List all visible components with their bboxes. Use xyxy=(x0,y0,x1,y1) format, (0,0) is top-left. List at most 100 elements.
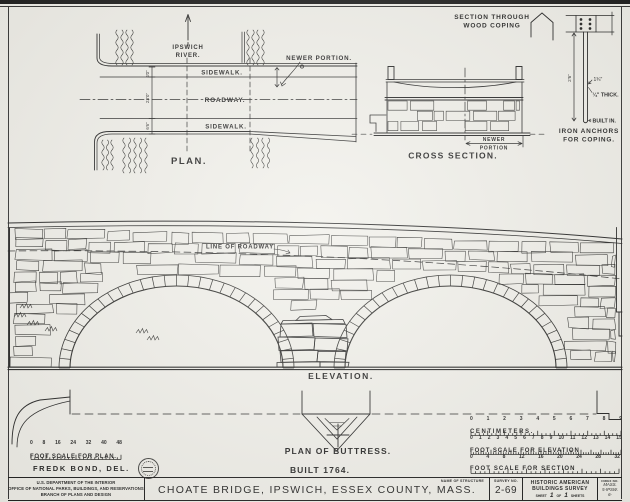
agency-line3: BRANCH OF PLANS AND DESIGN xyxy=(40,491,112,497)
scale-ruler xyxy=(470,449,622,455)
plan-of-buttress-title: PLAN OF BUTTRESS. xyxy=(285,446,392,456)
ipswich-river-label-line1: IPSWICH xyxy=(172,45,203,51)
index-number-box: INDEX NO. MASS. 5-IPSW. 6- xyxy=(598,478,622,500)
scale-number: 2 xyxy=(487,435,491,441)
sheet-top-border xyxy=(0,0,630,4)
anchor-dim-height: 2'6" xyxy=(567,74,572,82)
iron-anchors-label-line1: IRON ANCHORS xyxy=(559,128,619,135)
scale-number: 24 xyxy=(70,440,76,446)
scale-number: 32 xyxy=(614,454,620,460)
scale-number: 3 xyxy=(519,416,523,422)
scale-number: 12 xyxy=(518,454,525,460)
scale-number: 20 xyxy=(557,454,563,460)
scale-number: 1 xyxy=(486,416,490,422)
foot-scale-section-label: FOOT SCALE FOR SECTION xyxy=(470,466,576,472)
built-1764-label: BUILT 1764. xyxy=(290,465,350,475)
scale-number: 3 xyxy=(496,435,500,441)
scale-number: 14 xyxy=(604,435,611,441)
scale-number: 4 xyxy=(505,435,509,441)
scale-number: 2 xyxy=(503,416,506,422)
cross-newer-label-line1: NEWER xyxy=(483,137,506,143)
scale-number: 1 xyxy=(478,435,482,441)
plan-title: PLAN. xyxy=(171,156,207,167)
scale-number: 9 xyxy=(549,435,553,441)
index-no-label: INDEX NO. xyxy=(601,479,619,483)
cross-newer-label-line2: PORTION xyxy=(480,146,508,152)
centimeter-scale-label: CENTIMETERS. xyxy=(470,429,534,435)
index-line1: MASS. xyxy=(603,482,617,487)
coping-detail-labels: SECTION THROUGH WOOD COPING 2'6" 1¾" ¼" … xyxy=(454,14,619,144)
scale-number: 32 xyxy=(85,440,92,446)
scale-number: 28 xyxy=(595,454,601,460)
scale-number: 11 xyxy=(570,435,576,441)
buttress-plan-drawing xyxy=(11,389,622,452)
coping-title-line1: SECTION THROUGH xyxy=(454,14,530,21)
anchor-dim-width: 1¾" xyxy=(594,77,603,83)
scale-number: 16 xyxy=(538,454,544,460)
sidewalk-bottom-label: SIDEWALK. xyxy=(205,124,247,131)
elevation-drawing xyxy=(7,220,623,371)
scale-number: 8 xyxy=(540,435,544,441)
habs-box: HISTORIC AMERICAN BUILDINGS SURVEY SHEET… xyxy=(523,478,598,500)
scale-number: 0 xyxy=(30,440,33,446)
of-word: OF xyxy=(556,494,562,498)
scale-number: 48 xyxy=(116,440,122,446)
sheet-count-row: SHEET 1 OF 1 SHEETS xyxy=(523,492,597,499)
scale-number: 5 xyxy=(552,416,556,422)
scale-number: 0 xyxy=(470,454,473,460)
scale-number: 8 xyxy=(42,440,46,446)
scale-ruler xyxy=(470,468,620,474)
dim-roadway: 23'0" xyxy=(145,93,150,104)
foot-scale-plan-label: FOOT SCALE FOR PLAN. xyxy=(30,454,117,460)
scale-number: 4 xyxy=(536,416,540,422)
survey-no-label: SURVEY NO. xyxy=(493,479,519,483)
scale-number: 16 xyxy=(55,440,61,446)
sidewalk-top-label: SIDEWALK. xyxy=(201,70,243,77)
habs-org-line2: BUILDINGS SURVEY xyxy=(532,486,588,492)
elevation-masonry xyxy=(8,228,617,369)
habs-org-line1: HISTORIC AMERICAN xyxy=(530,480,590,486)
cross-section-labels: NEWER PORTION CROSS SECTION. xyxy=(408,137,508,161)
title-block: U.S. DEPARTMENT OF THE INTERIOR OFFICE O… xyxy=(8,477,622,501)
scale-number: 6 xyxy=(569,416,573,422)
scale-ruler xyxy=(470,430,622,436)
index-line2: 5-IPSW. xyxy=(602,486,618,492)
roadway-label: ROADWAY. xyxy=(205,97,246,104)
scale-number: 9 xyxy=(619,416,622,422)
scale-number: 6 xyxy=(523,435,526,441)
elevation-labels: LINE OF ROADWAY ELEVATION. xyxy=(206,245,374,382)
scale-number: 4 xyxy=(486,454,490,460)
dim-sidewalk-bottom: 6'6" xyxy=(145,122,150,130)
name-of-structure-label: NAME OF STRUCTURE xyxy=(440,479,484,483)
anchor-thickness-label: ¼" THICK. xyxy=(593,92,620,99)
structure-name: CHOATE BRIDGE, IPSWICH, ESSEX COUNTY, MA… xyxy=(157,484,477,496)
coping-detail-drawing xyxy=(530,11,615,124)
scale-number: 8 xyxy=(502,454,506,460)
sheets-word: SHEETS xyxy=(570,494,585,498)
cross-section-title: CROSS SECTION. xyxy=(408,151,498,161)
scale-number: 5 xyxy=(514,435,517,441)
scale-number: 15 xyxy=(616,435,622,441)
survey-number: 2-69 xyxy=(494,485,517,496)
plan-labels: IPSWICH RIVER. SIDEWALK. ROADWAY. SIDEWA… xyxy=(145,45,352,167)
agency-line1: U.S. DEPARTMENT OF THE INTERIOR xyxy=(36,480,116,486)
scale-number: 24 xyxy=(576,454,582,460)
sheet-right-border xyxy=(621,6,623,499)
scale-number: 0 xyxy=(470,416,473,422)
coping-title-line2: WOOD COPING xyxy=(463,23,520,30)
sheet-top-borderline xyxy=(0,6,630,7)
elevation-title: ELEVATION. xyxy=(308,371,374,381)
newer-portion-label: NEWER PORTION. xyxy=(286,55,352,62)
scale-numbers-row: 0 1 2 3 4 5 6 7 8 9 xyxy=(470,417,622,422)
foot-scale-elevation-label: FOOT SCALE FOR ELEVATION xyxy=(470,448,580,454)
plan-drawing xyxy=(79,14,358,174)
scale-number: 7 xyxy=(586,416,589,422)
survey-number-box: SURVEY NO. 2-69 xyxy=(490,478,523,500)
scale-number: 8 xyxy=(602,416,606,422)
